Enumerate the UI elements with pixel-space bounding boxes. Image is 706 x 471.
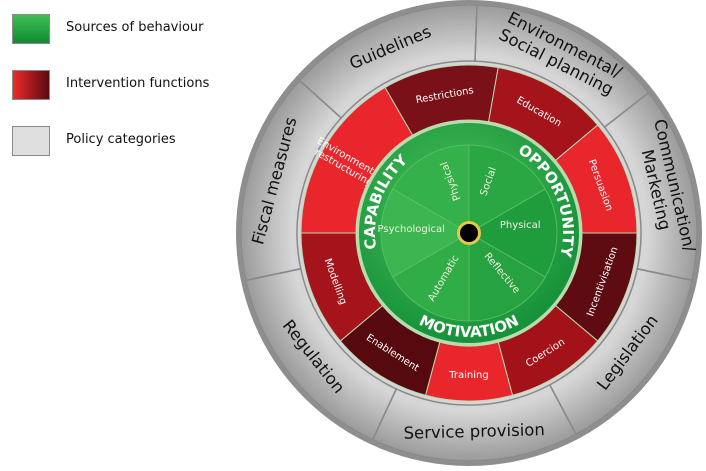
subcomponent-label-5: Psychological: [378, 224, 445, 235]
policy-segment-fiscal-measures: [240, 79, 343, 282]
legend-swatch-interventions: [12, 70, 50, 100]
source-subwedge-1: [468, 144, 546, 234]
intervention-label-training: Training: [448, 370, 488, 381]
source-subwedge-5: [380, 188, 470, 278]
source-subwedge-3: [468, 232, 546, 322]
subcomponent-label-2: Physical: [500, 220, 541, 231]
legend-label-sources: Sources of behaviour: [66, 20, 204, 35]
source-subwedge-0: [392, 144, 470, 234]
policy-label-service-provision: Service provision: [403, 420, 545, 443]
legend-swatch-policy: [12, 126, 50, 156]
source-subwedge-4: [392, 232, 470, 322]
legend-swatch-sources: [12, 14, 50, 44]
legend-label-policy: Policy categories: [66, 132, 176, 147]
legend-label-interventions: Intervention functions: [66, 76, 210, 91]
source-subwedge-2: [468, 188, 558, 278]
